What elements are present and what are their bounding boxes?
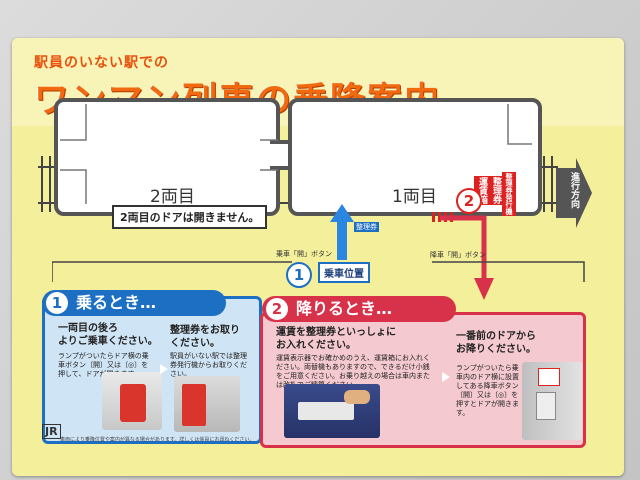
poster-subtitle: 駅員のいない駅での: [34, 55, 169, 71]
alighting-line2-small: ランプがついたら乗車内のドア横に設置してある降車ボタン〔開〕又は〔◎〕を押すとド…: [456, 364, 519, 417]
boarding-line1-small: ランプがついたらドア横の乗車ボタン〔開〕又は〔◎〕を押して、ドアが開きます。: [58, 352, 149, 378]
boarding-button-label: 乗車「開」ボタン: [276, 250, 332, 258]
boarding-line1b: よりご乗車ください。: [58, 336, 158, 347]
alighting-line2b: お降りください。: [456, 344, 536, 355]
boarding-line1a: 一両目の後ろ: [58, 323, 118, 334]
alighting-heading-text: 降りるとき…: [296, 299, 393, 318]
alighting-line2a: 一番前のドアから: [456, 331, 536, 342]
ticket-machine-photo: [174, 376, 240, 432]
boarding-door-photo: [102, 372, 162, 430]
car-2-label: 2両目: [150, 187, 195, 207]
alighting-num: 2: [266, 298, 288, 320]
alighting-next-arrow: [442, 372, 450, 382]
ticket-tag: 整理券: [488, 176, 505, 205]
boarding-route-arrow: [330, 204, 354, 260]
footer-note: 車両により乗降位置や案内が異なる場合があります。詳しくは係員にお尋ねください。: [60, 437, 255, 443]
alighting-button-label: 降車「開」ボタン: [430, 251, 486, 259]
fare-box-photo: [284, 384, 380, 438]
step-1-marker: 1: [286, 262, 312, 288]
car-detail-lines: [60, 104, 532, 204]
alighting-line1a: 運賃を整理券といっしょに: [276, 327, 396, 338]
car-1-label: 1両目: [392, 187, 437, 207]
boarding-heading-text: 乗るとき…: [76, 293, 157, 312]
alighting-line1b: お入れください。: [276, 340, 356, 351]
boarding-line2b: ください。: [170, 338, 220, 349]
direction-arrow-icon: [556, 158, 592, 228]
jr-logo: JR: [42, 424, 61, 439]
ticket-machine-marker: 整理券: [354, 222, 379, 232]
step-2-marker: 2: [456, 188, 482, 214]
car-coupler: [270, 140, 292, 170]
section-bracket: [52, 261, 585, 282]
exit-button-photo: [522, 362, 582, 440]
ticket-machine-tag: 整理券発行機: [502, 172, 516, 216]
boarding-position-label: 乗車位置: [318, 262, 370, 283]
boarding-line2-small: 駅員がいない駅では整理券発行機からお取りください。: [170, 352, 247, 378]
alighting-heading: 2 降りるとき…: [262, 296, 456, 322]
boarding-heading: 1 乗るとき…: [42, 290, 226, 316]
boarding-num: 1: [46, 292, 68, 314]
boarding-line2a: 整理券をお取り: [170, 325, 240, 336]
direction-label: 進行方向: [569, 172, 579, 208]
boarding-next-arrow: [160, 364, 168, 374]
car-2-door-note: 2両目のドアは開きません。: [112, 205, 268, 229]
